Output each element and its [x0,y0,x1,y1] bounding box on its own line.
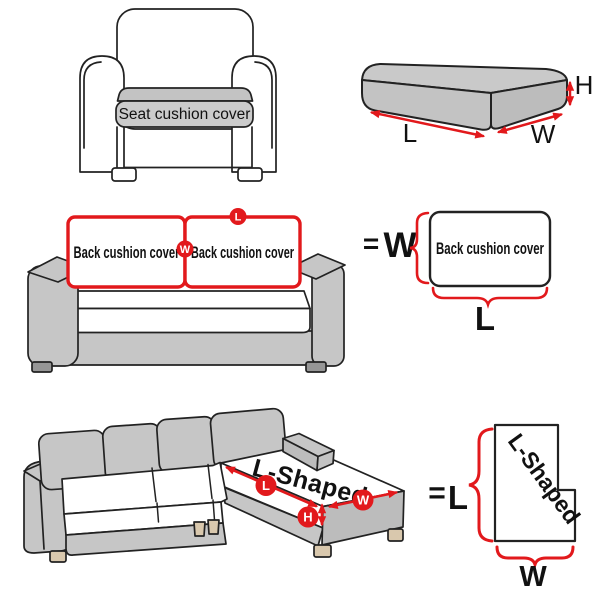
sofa-left-foot [31,361,53,373]
width-letter-2: W [519,561,547,593]
w-badge [176,240,194,258]
curly-brace-vertical-2 [468,427,494,543]
chaise-l-badge-letter: L [262,478,270,493]
back-cover-box-label: Back cushion cover [436,240,544,258]
equals-sign-2: = [428,477,446,510]
lshape-size-equation: = L L-Shaped W [428,423,586,593]
sofa-right-arm-top [288,253,346,280]
sofa-right-foot [305,361,327,373]
sofa-seat-front [58,307,311,334]
armchair-right-arm [231,55,277,173]
seat-cushion-front-face [115,100,254,128]
length-label: L [403,118,417,148]
back-cover-size-equation: = W Back cushion cover L [363,210,552,337]
underbrace-horizontal-2 [495,545,575,570]
sofa-seat-top [58,290,311,310]
sofa-back-illustration: Back cushion cover Back cushion cover L … [27,208,346,373]
sectional-base [65,522,227,556]
cushion-top-face [361,63,568,94]
chaise-w-badge-letter: W [357,493,370,508]
foot-2 [193,521,206,537]
sectional-sofa-illustration: L-Shaped L W H [23,407,405,563]
length-letter-2: L [448,479,468,516]
seat-cushion-label: Seat cushion cover [119,106,251,123]
sofa-base [41,330,323,366]
armchair-illustration: Seat cushion cover [79,8,277,182]
armchair-base-lines [116,126,253,169]
lshape-outline [493,423,577,543]
chaise-h-badge [297,506,319,528]
back-cushion-label-right: Back cushion cover [191,244,294,262]
chaise-w-badge [352,489,374,511]
armchair-left-leg [111,167,137,182]
underbrace-horizontal [431,286,549,309]
foot-3 [207,519,220,535]
armchair-arm-roll-lines [83,61,273,149]
seat-cushion-3d-diagram: L W H [361,63,594,149]
length-letter: L [475,300,495,337]
l-badge [229,208,247,225]
sectional-left-arm-line [39,480,45,550]
l-badge-letter: L [235,212,242,224]
equals-sign: = [363,228,379,259]
w-badge-letter: W [180,244,191,256]
back-cover-box [428,210,552,288]
chaise-arm-side [316,449,335,472]
foot-5 [387,528,404,542]
width-arrow [496,112,564,134]
width-label: W [531,119,556,149]
width-letter: W [383,226,416,265]
armchair-left-arm [79,55,125,173]
length-arrow [369,110,486,139]
seat-division-lines [151,463,216,523]
chaise-h-badge-letter: H [303,510,312,525]
seat-cushion-top-face [116,87,254,102]
armchair-right-leg [237,167,263,182]
foot-4 [313,544,332,558]
chaise-l-badge [255,475,277,496]
back-cushion-label-left: Back cushion cover [74,244,180,262]
foot-1 [49,550,67,563]
height-label: H [575,70,594,100]
curly-brace-vertical [409,211,430,285]
